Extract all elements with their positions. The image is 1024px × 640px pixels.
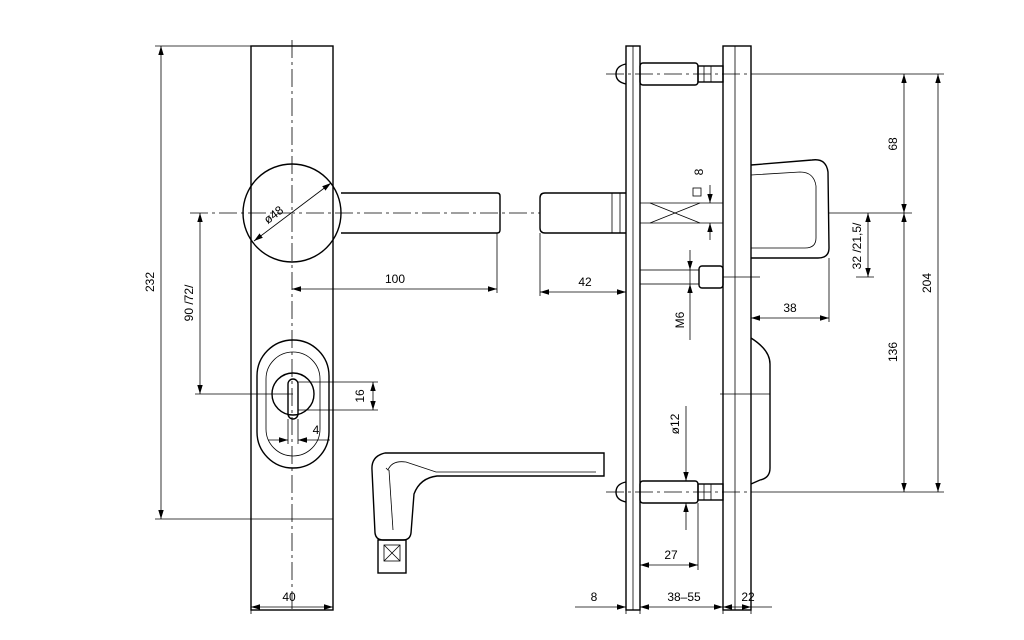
square-label: 8 <box>692 168 706 175</box>
door-thickness-label: 38–55 <box>667 590 701 604</box>
rosette-diameter-label: ø48 <box>261 203 286 227</box>
lever-to-key-label: 90 /72/ <box>182 284 196 321</box>
spindle-cross-2 <box>649 202 701 224</box>
m6-screw-thread <box>639 269 700 285</box>
spindle-square <box>377 539 407 574</box>
rosette-diameter-line <box>253 182 332 242</box>
spindle-square-inner <box>383 544 401 562</box>
lever-detail-inner <box>385 461 596 473</box>
key-slot <box>287 378 299 420</box>
m6-screw-body <box>698 265 724 289</box>
key-escutcheon-outer <box>256 339 330 469</box>
lower-bulge <box>750 337 771 485</box>
side-view: 68 136 204 32 /21,5/ 38 42 8 M6 ø12 <box>539 45 944 614</box>
slot-height-label: 16 <box>353 389 367 403</box>
key-escutcheon-inner <box>265 351 321 457</box>
inner-plate <box>722 45 752 611</box>
front-view: ø48 232 90 /72/ 100 16 4 40 <box>143 40 540 614</box>
spindle-cross-b <box>383 544 401 562</box>
square-symbol <box>692 187 702 197</box>
guard-depth-label: 38 <box>783 301 797 315</box>
axis-to-lower-label: 136 <box>886 342 900 362</box>
lever-front <box>341 192 501 234</box>
upper-to-axis-label: 68 <box>886 137 900 151</box>
lever-detail-edge <box>388 469 394 531</box>
pin-diameter-label: ø12 <box>668 413 682 434</box>
total-height-label: 232 <box>143 272 157 292</box>
lever-projection-label: 42 <box>578 275 592 289</box>
cylinder-guard <box>750 159 830 259</box>
lever-detail <box>371 452 605 574</box>
pin-length-label: 27 <box>664 548 678 562</box>
screw-spacing-label: 204 <box>920 273 934 293</box>
inner-plate-thickness-label: 22 <box>741 590 755 604</box>
plate-width-label: 40 <box>282 590 296 604</box>
lever-stub <box>539 192 626 234</box>
cylinder-guard-inner <box>750 171 817 249</box>
outer-plate-thickness-label: 8 <box>591 590 598 604</box>
cylinder-offset-label: 32 /21,5/ <box>850 222 864 269</box>
m6-label: M6 <box>673 311 687 328</box>
lever-length-label: 100 <box>385 272 405 286</box>
lever-detail-outline <box>371 452 605 541</box>
slot-width-label: 4 <box>313 423 320 437</box>
